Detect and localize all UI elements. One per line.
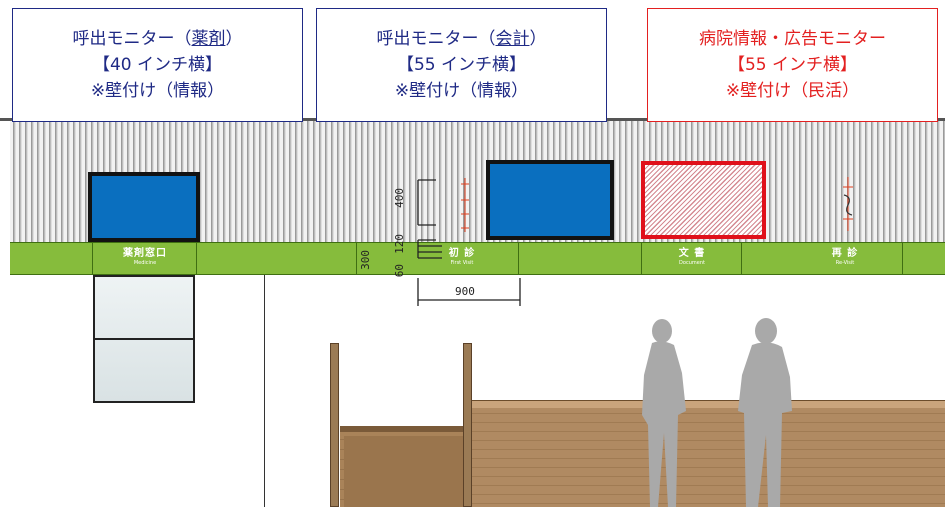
label-info-ad-monitor: 病院情報・広告モニター 【55 インチ横】 ※壁付け（民活） [647,8,938,122]
label-line-1: 病院情報・広告モニター [699,29,886,49]
label-line-3: ※壁付け（民活） [725,81,860,101]
sign-first-visit: 初 診 First Visit [437,248,487,267]
people-silhouettes [642,318,792,507]
label-line-3: ※壁付け（情報） [394,81,529,101]
cashier-call-monitor [486,160,614,240]
band-divider [356,242,357,275]
label-line-3: ※壁付け（情報） [90,81,225,101]
sign-ja: 薬剤窓口 [123,248,167,259]
band-divider [741,242,742,275]
band-divider [641,242,642,275]
sign-ja: 初 診 [448,248,476,259]
pharmacy-call-monitor [88,172,200,242]
sign-revisit: 再 診 Re-Visit [825,248,865,267]
reception-counter [472,405,945,507]
sign-en: First Visit [450,260,474,266]
band-divider [902,242,903,275]
sign-en: Re-Visit [835,260,855,266]
label-line-2: 【55 インチ横】 [396,55,527,75]
sign-pharmacy-window: 薬剤窓口 Medicine [100,248,190,267]
dim-300: 300 [359,250,372,270]
sign-ja: 再 診 [831,248,859,259]
sign-en: Medicine [133,260,157,266]
low-counter-panel [344,436,468,507]
label-line-1: 呼出モニター（薬剤） [72,29,243,49]
low-counter-top [340,426,472,432]
dim-900: 900 [455,285,475,298]
sign-band [10,242,945,275]
label-cashier-monitor: 呼出モニター（会計） 【55 インチ横】 ※壁付け（情報） [316,8,607,122]
reception-counter-top [472,400,945,408]
dim-400: 400 [393,188,406,208]
label-line-1: 呼出モニター（会計） [376,29,547,49]
dim-60: 60 [393,264,406,278]
band-divider [518,242,519,275]
label-pharmacy-monitor: 呼出モニター（薬剤） 【40 インチ横】 ※壁付け（情報） [12,8,303,122]
sign-documents: 文 書 Document [662,248,722,267]
partition-post-right [463,343,472,507]
partition-post-left [330,343,339,507]
band-divider [196,242,197,275]
band-divider [92,242,93,275]
sign-en: Document [679,260,705,266]
hospital-info-ad-monitor [641,161,766,239]
sign-ja: 文 書 [678,248,706,259]
dim-120: 120 [393,234,406,254]
bracket-detail-icon [843,177,853,231]
window-mullion [95,338,193,340]
label-line-2: 【55 インチ横】 [727,55,858,75]
dimension-lines [417,178,521,306]
label-line-2: 【40 インチ横】 [92,55,223,75]
